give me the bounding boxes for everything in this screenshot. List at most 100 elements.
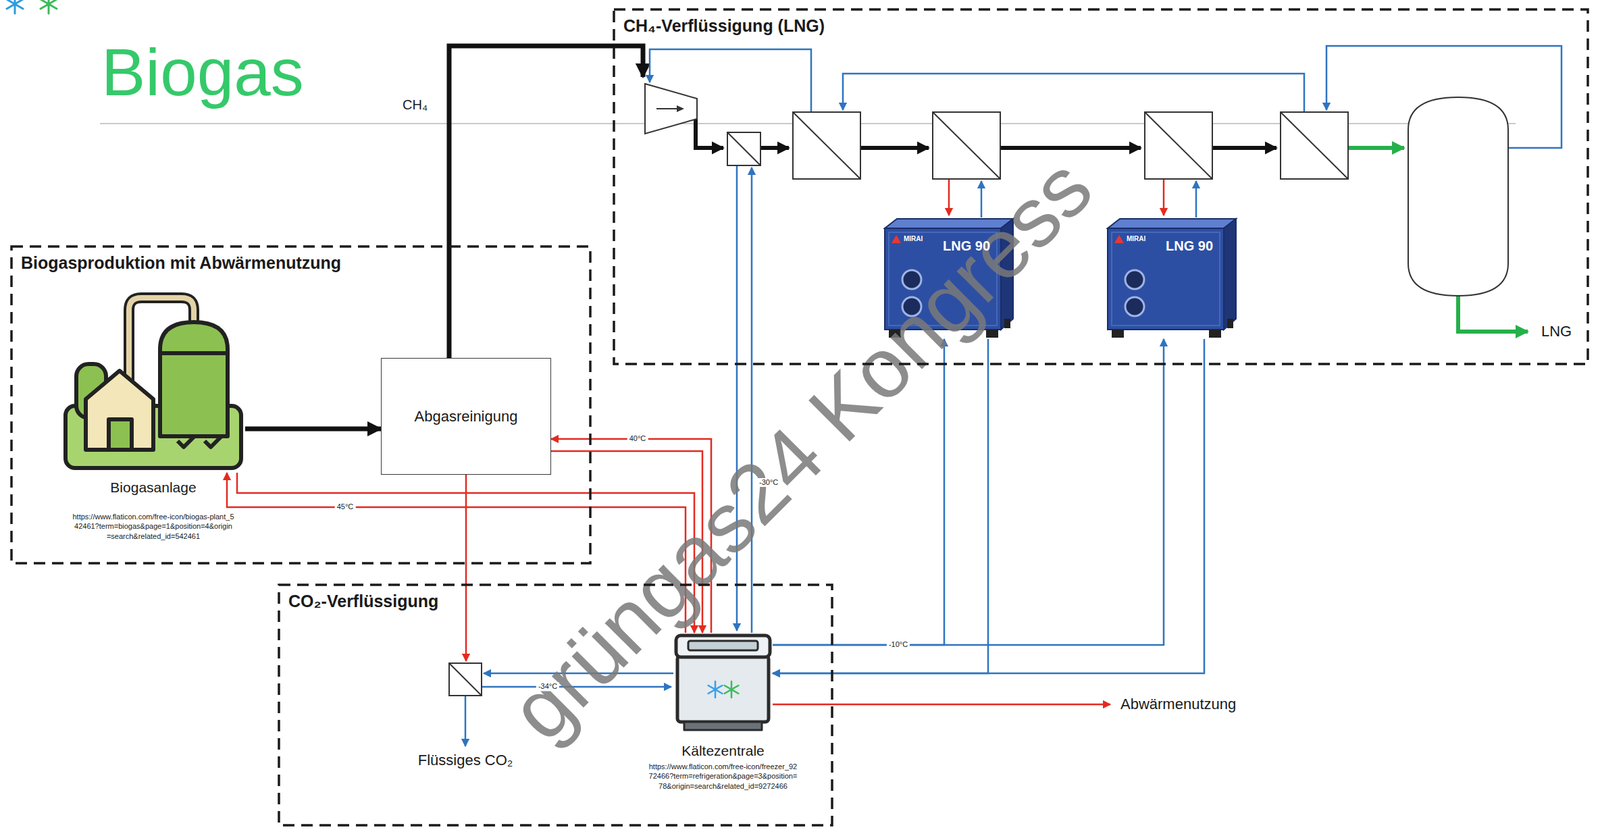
gas-pipe: [760, 145, 789, 150]
refrigeration-unit: MIRAI LNG 90: [1107, 217, 1236, 340]
process-region: Biogasproduktion mit AbwärmenutzungBioga…: [10, 245, 592, 565]
gas-pipe: [1212, 145, 1277, 150]
gas-pipe: [695, 118, 724, 148]
refrigeration-unit-drawing: [1004, 318, 1011, 329]
gas-pipe: [449, 45, 643, 358]
pipe-connector: [226, 472, 686, 633]
compressor-symbol: [644, 83, 698, 134]
corner-snowflake: [40, 0, 57, 14]
heat-exchanger-symbol: [792, 112, 861, 179]
compressor-symbol: [676, 105, 685, 113]
chiller-icon: [677, 655, 769, 722]
chiller-icon: [676, 635, 770, 731]
model-label: LNG 90: [1165, 237, 1214, 254]
pipe-connector: [772, 339, 945, 645]
temperature-label: -34°C: [536, 682, 560, 691]
brand-logo-text: MIRAI: [903, 235, 923, 244]
plant-icon: Biogasanlagehttps://www.flaticon.com/fre…: [61, 291, 246, 473]
lng-tank: [1408, 97, 1509, 296]
chiller-icon: [688, 640, 758, 651]
warm-line: [948, 178, 951, 216]
dashed-region-border: [278, 584, 833, 826]
refrigeration-unit-drawing: [902, 297, 922, 317]
cold-line: [1195, 181, 1198, 218]
pipe-connector: [772, 339, 989, 674]
model-label: LNG 90: [942, 237, 991, 254]
refrigeration-unit-drawing: [1125, 297, 1145, 317]
snowflake-symbol: [724, 681, 739, 698]
product-label: LNG: [1541, 322, 1572, 341]
compressor-symbol: [644, 83, 698, 134]
pipe-connector: [772, 339, 1205, 674]
refrigeration-unit-drawing: [902, 270, 922, 290]
temperature-label: -10°C: [886, 640, 910, 650]
heat-exchanger-symbol: [449, 663, 482, 696]
product-label: Flüssiges CO₂: [418, 751, 514, 770]
refrigeration-unit: MIRAI LNG 90: [884, 217, 1014, 340]
gas-pipe: [860, 145, 929, 150]
pipe-connector: [772, 339, 1164, 645]
source-url: https://www.flaticon.com/free-icon/bioga…: [72, 511, 235, 541]
refrigeration-unit-drawing: [1208, 329, 1222, 338]
slide-title: Biogas: [101, 39, 304, 106]
refrigeration-unit-drawing: [1125, 270, 1145, 290]
cold-line: [464, 695, 467, 747]
temperature-label: 40°C: [627, 434, 649, 444]
dashed-region-border: [613, 9, 1588, 365]
biogas-plant-icon: [160, 322, 228, 437]
refrigeration-unit-drawing: [888, 232, 997, 326]
refrigeration-unit-drawing: [1223, 218, 1236, 330]
lng-pipe: [1348, 145, 1405, 150]
dashed-region-border: [11, 246, 591, 564]
corner-snowflake: [6, 0, 23, 14]
refrigeration-unit-drawing: [1107, 218, 1236, 229]
heat-exchanger-symbol: [1280, 112, 1349, 179]
gas-pipe: [449, 45, 1277, 358]
refrigeration-unit-drawing: [884, 228, 1001, 330]
snowflake-symbol: [708, 681, 723, 698]
biogas-plant-icon: [65, 297, 242, 469]
heat-exchanger-symbol: [932, 112, 1001, 179]
gas-pipe: [1000, 145, 1141, 150]
heat-exchanger-symbol: [727, 132, 761, 166]
snowflake-symbol: [708, 681, 723, 698]
heat-exchanger-symbol: [449, 663, 482, 696]
source-url: https://www.flaticon.com/free-icon/freez…: [649, 761, 798, 791]
region-heading: Biogasproduktion mit Abwärmenutzung: [20, 252, 342, 273]
heat-exchanger-symbol: [1144, 112, 1213, 179]
pipe-connector: [551, 439, 712, 633]
refrigeration-unit-drawing: [1227, 318, 1234, 329]
heat-exchanger-symbol: [792, 112, 861, 179]
biogas-plant-icon: [177, 436, 222, 448]
corner-snowflake: [6, 0, 23, 14]
biogas-plant-icon: [85, 370, 154, 450]
refrigeration-unit-drawing: [1107, 218, 1236, 338]
refrigeration-unit-drawing: [1000, 218, 1014, 330]
refrigeration-unit-drawing: [1107, 228, 1224, 330]
process-label: Abgasreinigung: [414, 407, 519, 427]
brand-logo-text: MIRAI: [1126, 235, 1146, 244]
cold-line: [980, 181, 983, 218]
cold-line: [842, 73, 1305, 113]
pipe-connector: [551, 451, 703, 633]
refrigeration-unit-drawing: [888, 329, 901, 338]
heat-exchanger-symbol: [932, 112, 1001, 179]
corner-snowflake: [40, 0, 57, 14]
temperature-label: -30°C: [757, 478, 781, 487]
dashed-region-border: [612, 8, 1590, 366]
cold-line: [736, 165, 739, 631]
refrigeration-unit-drawing: [884, 218, 1014, 229]
pipe-connector: [237, 472, 695, 633]
warm-line: [1163, 178, 1166, 216]
heat-exchanger-symbol: [1280, 112, 1349, 179]
heat-exchanger-symbol: [1144, 112, 1213, 179]
compressor-symbol: [656, 108, 679, 110]
refrigeration-unit-drawing: [1111, 329, 1124, 338]
snowflake-symbol: [724, 681, 739, 698]
biogas-plant-icon: [108, 419, 132, 450]
